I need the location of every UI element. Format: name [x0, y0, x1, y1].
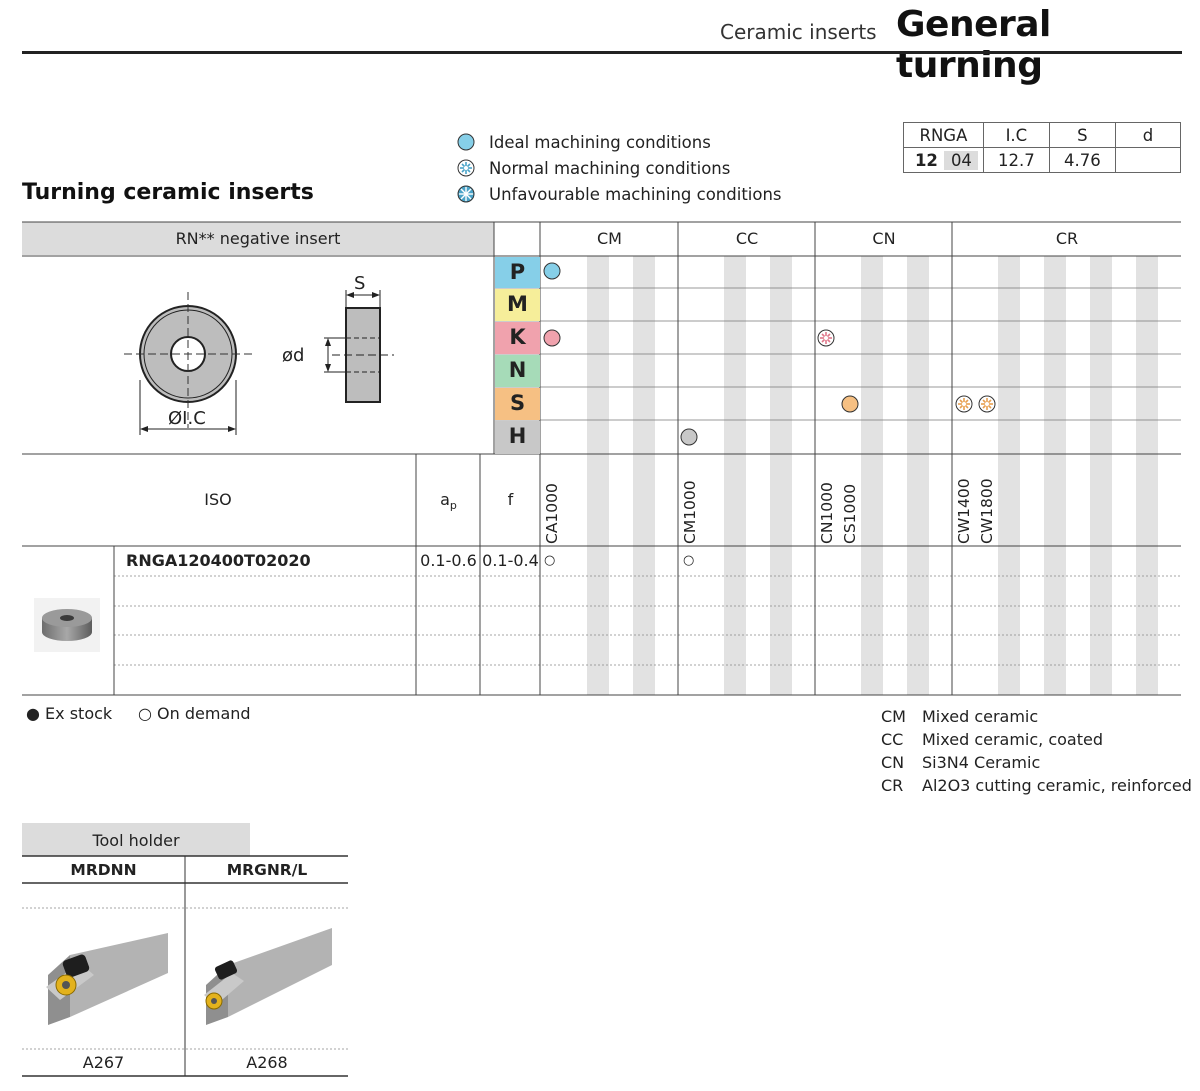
holder-image-mrgnr [204, 928, 332, 1025]
grade-cs1000: CS1000 [841, 483, 859, 544]
group-legend-cc: CC Mixed ceramic, coated [881, 728, 1192, 751]
cell-rnga-code: 12 04 [903, 147, 984, 173]
header-subtitle: Ceramic inserts [720, 20, 877, 44]
meaning-cm: Mixed ceramic [922, 707, 1039, 726]
meaning-cn: Si3N4 Ceramic [922, 753, 1041, 772]
machining-legend: Ideal machining conditions Normal machin… [457, 129, 782, 207]
group-header-cc: CC [735, 229, 759, 248]
label-ic: ØI.C [168, 408, 206, 429]
ideal-circle-icon [457, 133, 475, 151]
code-thickness: 04 [944, 150, 979, 170]
holder-code-a268: A268 [246, 1053, 288, 1072]
col-ic: I.C [982, 122, 1050, 148]
grade-cn1000: CN1000 [818, 482, 836, 544]
group-header-cm: CM [597, 229, 622, 248]
cell-d [1114, 147, 1182, 173]
legend-unfavourable: Unfavourable machining conditions [457, 181, 782, 207]
availability-ca1000: ○ [544, 553, 556, 568]
insert-drawing [124, 290, 394, 435]
insert-photo [34, 598, 100, 652]
legend-normal: Normal machining conditions [457, 155, 782, 181]
label-s: S [354, 273, 366, 294]
header-rule [22, 51, 1182, 54]
code-cn: CN [881, 753, 905, 772]
group-header-cr: CR [1055, 229, 1079, 248]
legend-ex-stock: ● Ex stock [26, 704, 113, 723]
material-p: P [495, 257, 540, 288]
code-cm: CM [881, 707, 906, 726]
grade-cw1400: CW1400 [955, 478, 973, 544]
section-title: Turning ceramic inserts [22, 180, 314, 205]
code-cc: CC [881, 730, 904, 749]
product-ap: 0.1-0.6 [420, 551, 477, 570]
ap-symbol: a [440, 490, 450, 509]
normal-flower-icon [457, 159, 475, 177]
holder-name-mrdnn: MRDNN [70, 861, 137, 879]
cell-ic: 12.7 [982, 147, 1050, 173]
group-legend-cr: CR Al2O3 cutting ceramic, reinforced [881, 774, 1192, 797]
group-legend-cm: CM Mixed ceramic [881, 705, 1192, 728]
material-m: M [495, 289, 540, 321]
holder-code-a267: A267 [82, 1053, 125, 1072]
meaning-cc: Mixed ceramic, coated [922, 730, 1103, 749]
insert-type-header: RN** negative insert [175, 229, 341, 248]
holder-name-mrgnr: MRGNR/L [226, 861, 308, 879]
col-rnga: RNGA [903, 122, 984, 148]
product-f: 0.1-0.4 [482, 551, 539, 570]
legend-ideal-label: Ideal machining conditions [489, 132, 711, 152]
grid-stripes [587, 256, 1158, 695]
label-od: ød [282, 345, 305, 366]
legend-on-demand: ○ On demand [138, 704, 251, 723]
grade-cm1000: CM1000 [681, 480, 699, 544]
tool-holder-title: Tool holder [22, 823, 250, 856]
ap-column-header: ap [417, 490, 480, 512]
group-header-cn: CN [872, 229, 896, 248]
legend-normal-label: Normal machining conditions [489, 158, 731, 178]
ap-subscript: p [449, 499, 457, 513]
code-cr: CR [881, 776, 904, 795]
material-s: S [495, 388, 540, 420]
legend-ideal: Ideal machining conditions [457, 129, 782, 155]
iso-column-header: ISO [204, 490, 232, 509]
group-legend-cn: CN Si3N4 Ceramic [881, 751, 1192, 774]
unfavourable-flower-icon [457, 185, 475, 203]
holder-image-mrdnn [46, 933, 168, 1025]
meaning-cr: Al2O3 cutting ceramic, reinforced [922, 776, 1192, 795]
f-column-header: f [507, 490, 514, 509]
material-n: N [495, 355, 540, 387]
code-size: 12 [914, 150, 938, 170]
material-h: H [495, 421, 540, 454]
legend-unfavourable-label: Unfavourable machining conditions [489, 184, 782, 204]
availability-cm1000: ○ [683, 553, 695, 568]
grade-ca1000: CA1000 [543, 483, 561, 544]
material-k: K [495, 322, 540, 354]
product-code: RNGA120400T02020 [126, 551, 311, 570]
grade-cw1800: CW1800 [978, 478, 996, 544]
